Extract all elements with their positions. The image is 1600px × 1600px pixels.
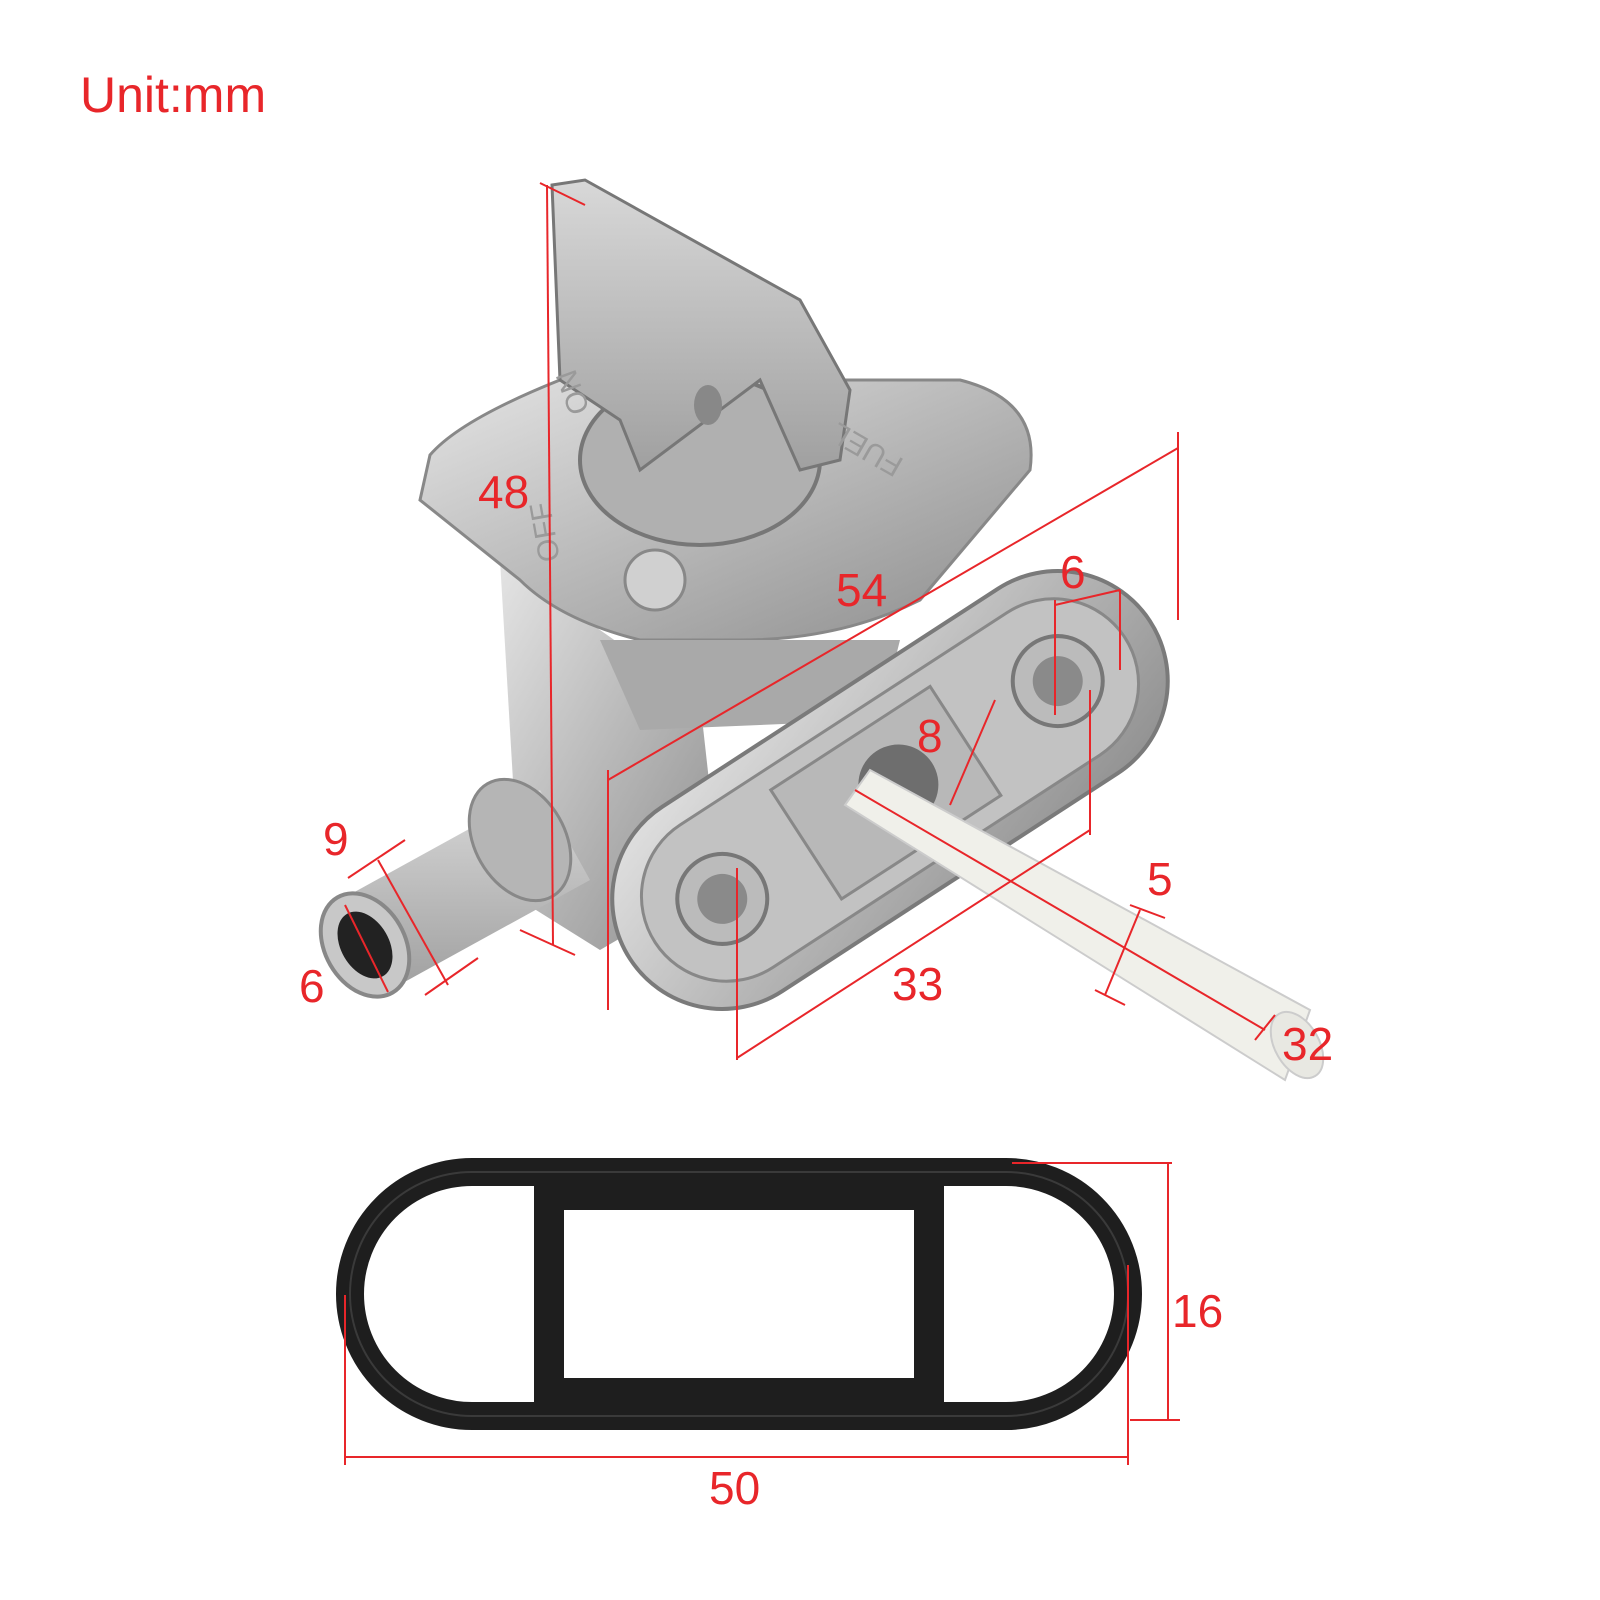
filter-tube xyxy=(843,768,1325,1082)
dim-center-hole-label: 8 xyxy=(917,710,943,762)
fuel-valve-illustration: FUEL ON OFF xyxy=(318,178,1325,1082)
dim-gasket-length-label: 50 xyxy=(709,1462,760,1514)
dim-height-label: 48 xyxy=(478,466,529,518)
dim-filter-diameter-label: 5 xyxy=(1147,853,1173,905)
dimension-lines xyxy=(344,182,1276,1465)
dim-flange-length-label: 54 xyxy=(836,564,887,616)
dim-outlet-inner-label: 6 xyxy=(299,960,325,1012)
unit-label: Unit:mm xyxy=(80,67,266,123)
dim-outlet-outer-label: 9 xyxy=(323,813,349,865)
dim-small-hole-label: 6 xyxy=(1060,546,1086,598)
dim-gasket-width-label: 16 xyxy=(1172,1285,1223,1337)
gasket-illustration xyxy=(336,1158,1142,1430)
screw xyxy=(623,548,687,612)
lever-handle xyxy=(550,178,852,473)
dim-hole-spacing-label: 33 xyxy=(892,958,943,1010)
dim-filter-length-label: 32 xyxy=(1282,1018,1333,1070)
